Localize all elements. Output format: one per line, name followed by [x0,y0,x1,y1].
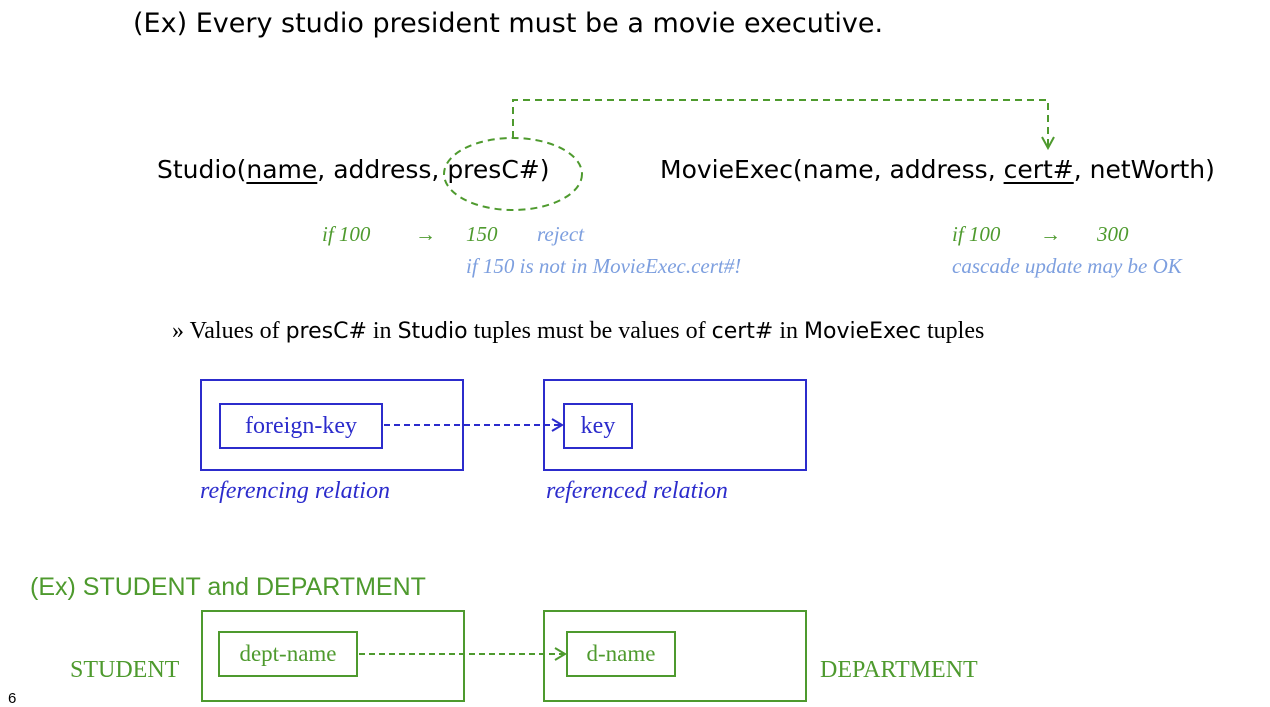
left-note-reason: if 150 is not in MovieExec.cert#! [466,254,742,278]
fk-reference-arrowhead [1041,136,1055,151]
referenced-relation-caption: referenced relation [546,478,728,504]
fk-reference-connector [512,99,1049,146]
rule-bullet: » [172,318,184,344]
left-note-to: 150 [466,222,498,246]
rule-keyword-cert: cert# [711,319,774,344]
student-label: STUDENT [70,657,180,683]
right-note-to: 300 [1097,222,1129,246]
studio-schema: Studio(name, address, presC#) [157,155,549,184]
constraint-rule: » Values of presC# in Studio tuples must… [172,318,984,345]
studio-key-name: name [246,155,318,184]
left-note-from: if 100 [322,222,371,246]
studio-prefix: Studio( [157,155,247,184]
slide-title: (Ex) Every studio president must be a mo… [133,8,884,39]
movieexec-prefix: MovieExec(name, address, [660,155,1004,184]
right-note-arrow: → [1040,222,1061,246]
rule-keyword-movieexec: MovieExec [804,319,922,344]
student-relation-box [201,610,465,702]
department-relation-box [543,610,807,702]
foreign-key-box: foreign-key [219,403,383,449]
rule-text-4: in [773,318,805,344]
key-box: key [563,403,633,449]
movieexec-suffix: , netWorth) [1073,155,1215,184]
right-note-reason: cascade update may be OK [952,254,1182,278]
left-note-arrow: → [415,222,436,246]
rule-text-5: tuples [921,318,985,344]
left-note-action: reject [537,222,585,246]
movieexec-key-cert: cert# [1003,155,1074,184]
department-label: DEPARTMENT [820,657,978,683]
dept-name-box: dept-name [218,631,358,677]
example2-title: (Ex) STUDENT and DEPARTMENT [30,573,426,601]
right-note-from: if 100 [952,222,1001,246]
movieexec-schema: MovieExec(name, address, cert#, netWorth… [660,155,1215,184]
d-name-box: d-name [566,631,676,677]
rule-text-3: tuples must be values of [467,318,712,344]
rule-keyword-presc: presC# [285,319,367,344]
referencing-relation-caption: referencing relation [200,478,390,504]
rule-text-1: Values of [189,318,286,344]
rule-keyword-studio: Studio [397,319,468,344]
studio-address: , address [317,155,432,184]
rule-text-2: in [366,318,398,344]
page-number: 6 [8,690,17,707]
studio-presc: , presC#) [431,155,550,184]
